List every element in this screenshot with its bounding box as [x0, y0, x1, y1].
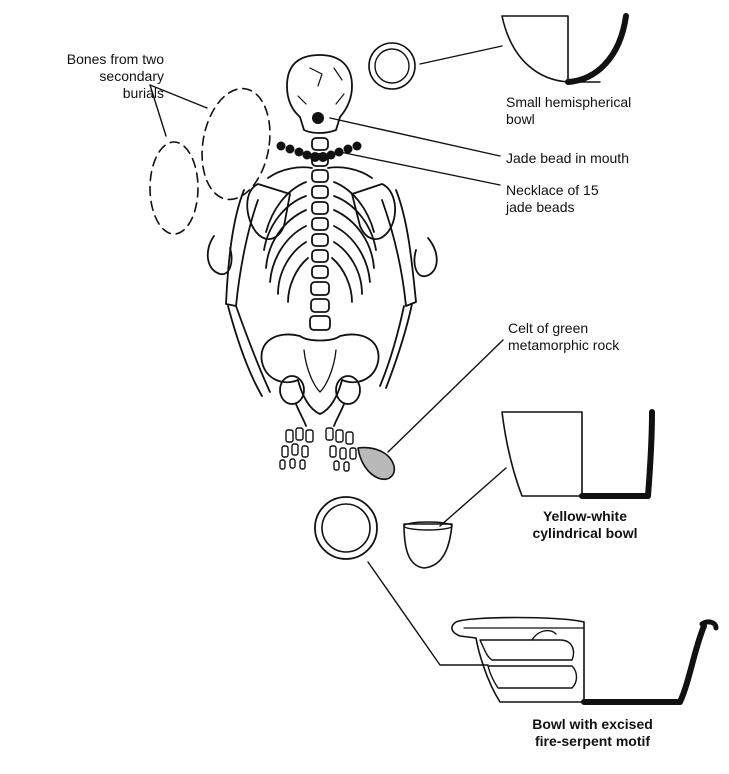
label-cylindrical-bowl: Yellow-white cylindrical bowl — [532, 508, 638, 541]
ring-icon — [368, 42, 416, 90]
fire-serpent-bowl — [451, 616, 719, 705]
label-jade-bead-mouth: Jade bead in mouth — [506, 150, 629, 166]
filled-circle-icon — [352, 141, 362, 151]
spine — [309, 137, 331, 331]
label-celt: Celt of green metamorphic rock — [508, 320, 620, 353]
filled-circle-icon — [318, 152, 328, 162]
hand-left — [279, 427, 314, 470]
hand-right — [325, 427, 357, 472]
pelvis — [260, 333, 380, 415]
secondary-burial-oval-small — [149, 141, 199, 235]
jade-beads — [276, 112, 362, 162]
label-necklace: Necklace of 15 jade beads — [506, 182, 599, 215]
label-secondary-burials: Bones from two secondary burials — [66, 51, 164, 101]
ring-icon — [314, 496, 378, 560]
filled-circle-icon — [285, 144, 295, 154]
label-hemispherical-bowl: Small hemispherical bowl — [506, 94, 632, 127]
secondary-burial-oval-large — [201, 87, 271, 201]
filled-circle-icon — [310, 152, 320, 162]
leader-lines — [149, 45, 507, 666]
label-fire-serpent-bowl: Bowl with excised fire-serpent motif — [532, 716, 653, 749]
filled-circle-icon — [294, 147, 304, 157]
skeleton-illustration — [206, 54, 438, 472]
celt-icon — [357, 446, 396, 481]
filled-circle-icon — [302, 150, 312, 160]
filled-circle-icon — [326, 150, 336, 160]
filled-circle-icon — [343, 144, 353, 154]
skull — [286, 54, 353, 134]
hemispherical-bowl — [368, 13, 629, 90]
bead-in-mouth — [312, 112, 324, 124]
cylindrical-bowl — [314, 409, 655, 569]
filled-circle-icon — [276, 141, 286, 151]
secondary-burial-outlines — [149, 87, 271, 235]
filled-circle-icon — [334, 147, 344, 157]
